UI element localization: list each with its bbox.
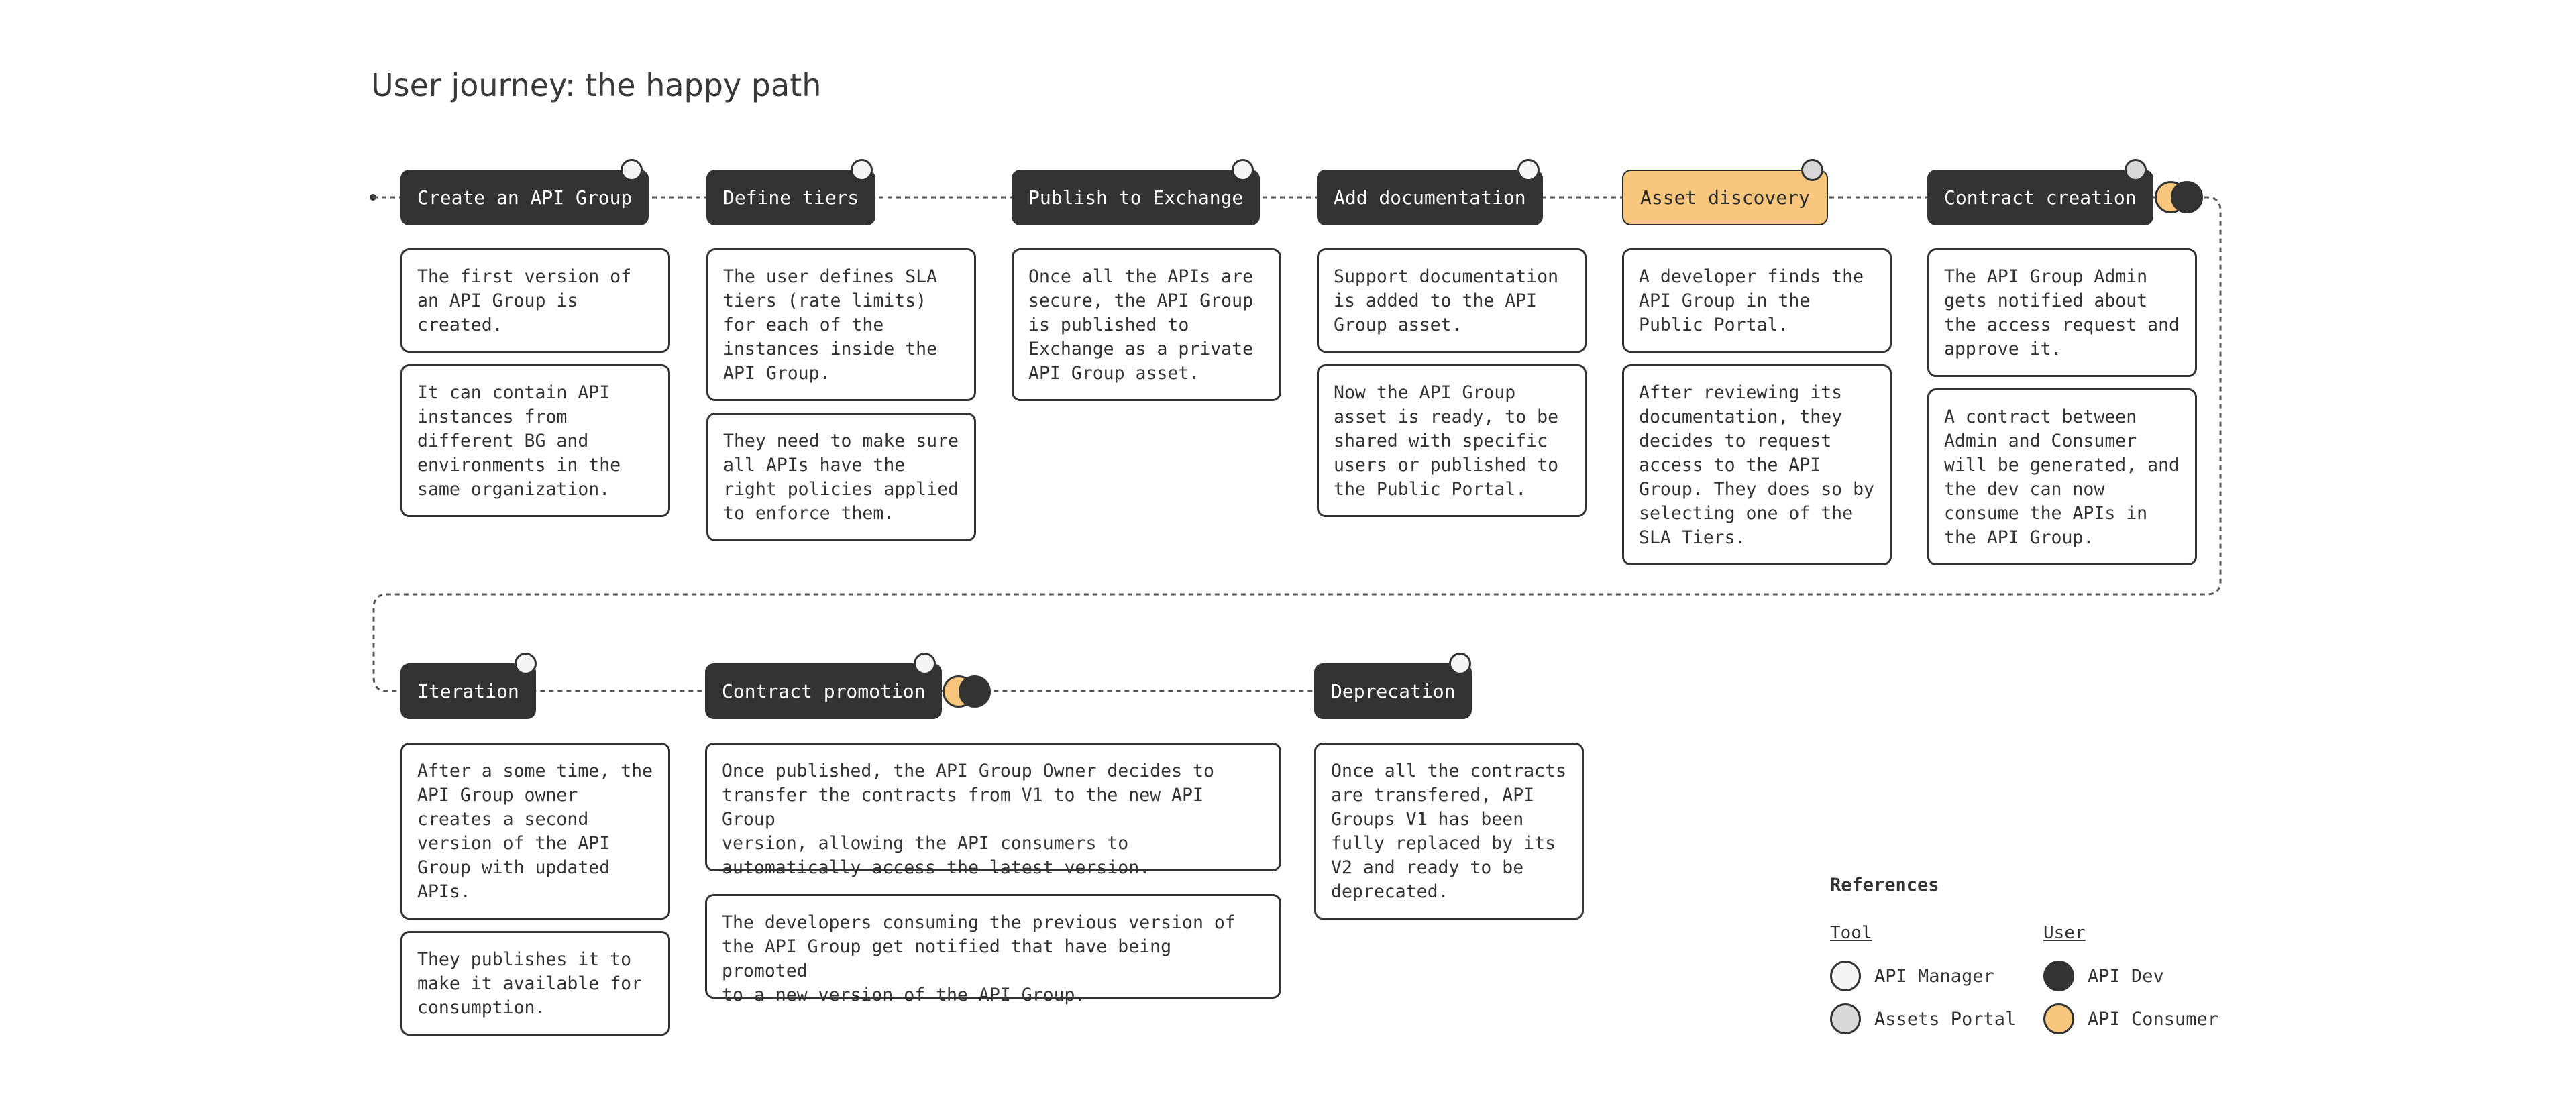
step-card: Once all the contracts are transfered, A… — [1314, 743, 1584, 920]
step-card: They need to make sure all APIs have the… — [706, 413, 976, 541]
api-dev-avatar-icon — [2171, 181, 2203, 213]
step-card: It can contain API instances from differ… — [400, 364, 670, 517]
assets-portal-marker-icon — [1801, 159, 1823, 181]
step-define-tiers[interactable]: Define tiers — [706, 170, 876, 225]
step-add-documentation[interactable]: Add documentation — [1317, 170, 1543, 225]
step-asset-discovery[interactable]: Asset discovery — [1622, 170, 1828, 225]
step-card: Once published, the API Group Owner deci… — [705, 743, 1281, 878]
step-iteration[interactable]: Iteration — [400, 663, 536, 719]
step-card: Once all the APIs are secure, the API Gr… — [1012, 248, 1281, 401]
step-contract-promotion[interactable]: Contract promotion — [705, 663, 943, 719]
step-contract-creation[interactable]: Contract creation — [1927, 170, 2153, 225]
legend-label: API Dev — [2088, 966, 2164, 987]
step-card: The developers consuming the previous ve… — [705, 894, 1281, 1005]
api-dev-swatch-icon — [2043, 961, 2074, 991]
step-card: A developer finds the API Group in the P… — [1622, 248, 1892, 353]
page-title: User journey: the happy path — [371, 67, 822, 103]
legend-label: Assets Portal — [1874, 1009, 2017, 1030]
api-consumer-swatch-icon — [2043, 1003, 2074, 1034]
api-manager-marker-icon — [914, 653, 936, 675]
step-card: After a some time, the API Group owner c… — [400, 743, 670, 920]
journey-path-row1 — [372, 196, 2222, 692]
user-column-heading: User — [2043, 923, 2086, 943]
api-manager-marker-icon — [1449, 653, 1471, 675]
assets-portal-marker-icon — [2125, 159, 2147, 181]
api-manager-marker-icon — [851, 159, 873, 181]
step-card: They publishes it to make it available f… — [400, 931, 670, 1036]
step-card: The user defines SLA tiers (rate limits)… — [706, 248, 976, 401]
step-card: Now the API Group asset is ready, to be … — [1317, 364, 1587, 517]
references-heading: References — [1830, 875, 1939, 895]
step-card: The first version of an API Group is cre… — [400, 248, 670, 353]
api-dev-avatar-icon — [959, 675, 991, 708]
step-card: After reviewing its documentation, they … — [1622, 364, 1892, 565]
step-deprecation[interactable]: Deprecation — [1314, 663, 1472, 719]
legend-label: API Manager — [1874, 966, 1994, 987]
tool-column-heading: Tool — [1830, 923, 1872, 943]
step-publish-to-exchange[interactable]: Publish to Exchange — [1012, 170, 1260, 225]
legend-label: API Consumer — [2088, 1009, 2219, 1030]
api-manager-swatch-icon — [1830, 961, 1861, 991]
api-manager-marker-icon — [1232, 159, 1254, 181]
step-card: A contract between Admin and Consumer wi… — [1927, 388, 2197, 565]
api-manager-marker-icon — [515, 653, 537, 675]
step-card: The API Group Admin gets notified about … — [1927, 248, 2197, 377]
api-manager-marker-icon — [1517, 159, 1540, 181]
step-card: Support documentation is added to the AP… — [1317, 248, 1587, 353]
step-create-api-group[interactable]: Create an API Group — [400, 170, 649, 225]
api-manager-marker-icon — [621, 159, 643, 181]
assets-portal-swatch-icon — [1830, 1003, 1861, 1034]
